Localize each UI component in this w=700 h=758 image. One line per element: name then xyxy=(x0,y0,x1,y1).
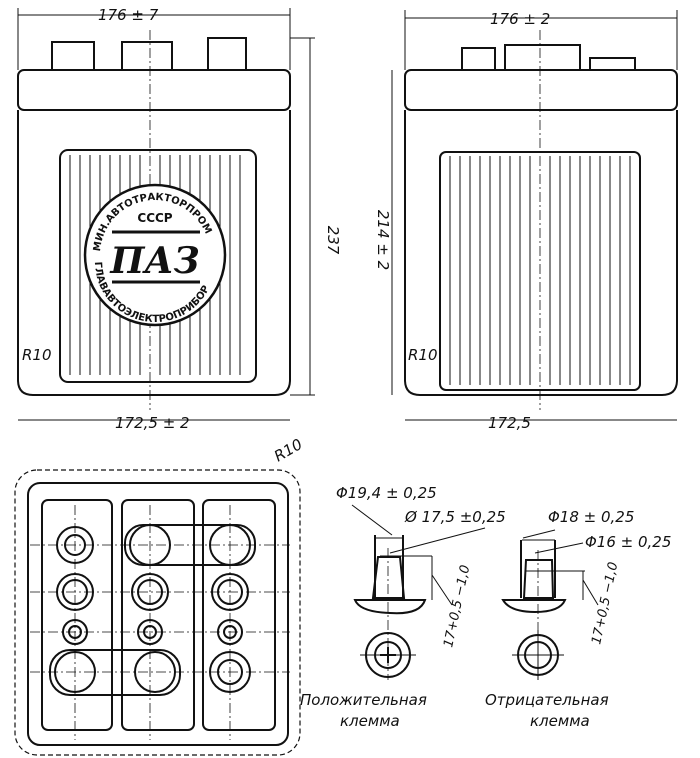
logo-country: СССР xyxy=(137,211,172,225)
dim-radius-side: R10 xyxy=(408,346,438,364)
logo-seal xyxy=(83,183,227,327)
dim-front-width-top: 176 ± 7 xyxy=(98,6,159,24)
neg-caption-2: клемма xyxy=(530,712,590,730)
side-view: 176 ± 2 214 ± 2 R10 172,5 xyxy=(374,10,678,432)
neg-dia-inner: Φ16 ± 0,25 xyxy=(585,533,671,551)
pos-caption-2: клемма xyxy=(340,712,400,730)
pos-dia-inner: Ø 17,5 ±0,25 xyxy=(404,508,506,526)
dim-front-width-bottom: 172,5 ± 2 xyxy=(115,414,190,432)
front-view: 176 ± 7 МИН.АВТОТРАКТОРПРОМ ГЛАВАВТОЭЛЕК… xyxy=(17,6,342,432)
pos-height: 17+0,5 −1,0 xyxy=(441,564,473,649)
dim-side-height: 214 ± 2 xyxy=(374,210,392,270)
pos-dia-outer: Φ19,4 ± 0,25 xyxy=(336,484,437,502)
dim-front-height: 237 xyxy=(324,226,342,255)
dim-side-width-top: 176 ± 2 xyxy=(490,10,550,28)
logo-brand: ПАЗ xyxy=(109,240,199,282)
dim-radius-front: R10 xyxy=(22,346,52,364)
positive-terminal: Φ19,4 ± 0,25 Ø 17,5 ±0,25 17+0,5 −1,0 По… xyxy=(300,484,506,730)
neg-caption-1: Отрицательная xyxy=(485,691,609,709)
dim-side-width-bottom: 172,5 xyxy=(488,414,531,432)
neg-dia-outer: Φ18 ± 0,25 xyxy=(548,508,634,526)
cell-terminals xyxy=(54,524,251,693)
pos-caption-1: Положительная xyxy=(300,691,427,709)
dim-radius-top: R10 xyxy=(271,435,306,465)
neg-height: 17+0,5 −1,0 xyxy=(589,561,621,646)
top-view: R10 xyxy=(14,435,306,756)
negative-terminal: Φ18 ± 0,25 Φ16 ± 0,25 17+0,5 −1,0 Отрица… xyxy=(485,508,671,730)
